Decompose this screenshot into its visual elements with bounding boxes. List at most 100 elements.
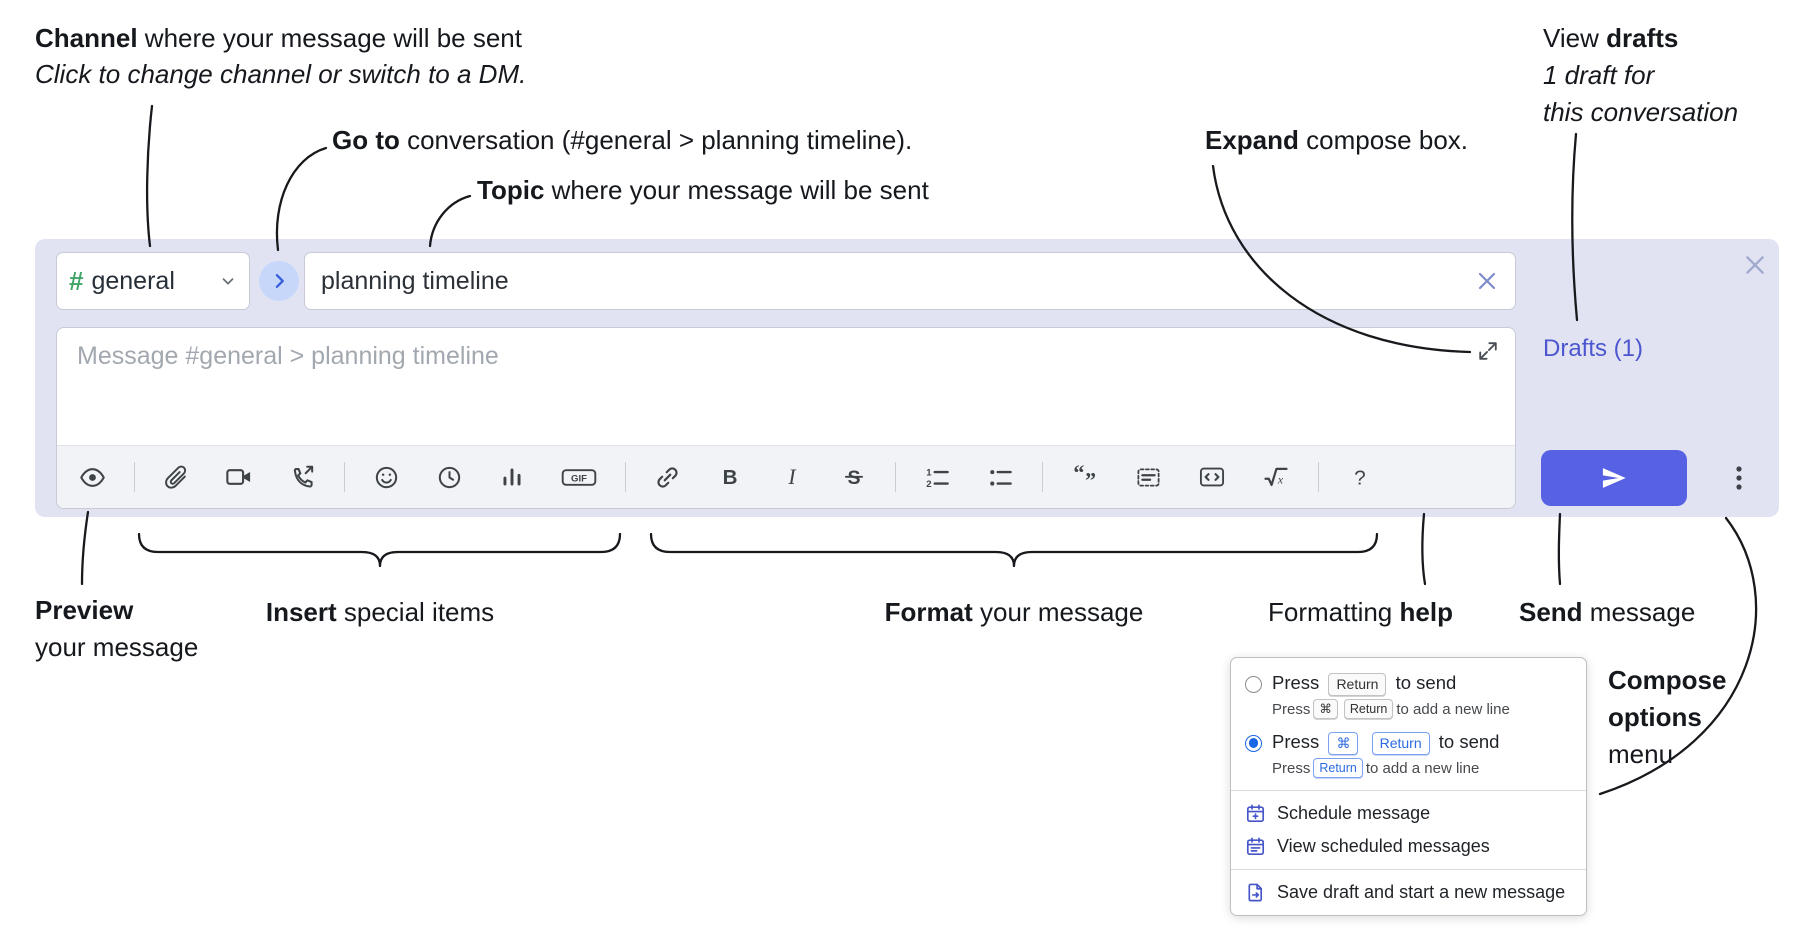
bulleted-list-icon[interactable] xyxy=(987,464,1014,491)
channel-hash-icon: # xyxy=(69,265,84,296)
toolbar-divider xyxy=(134,462,135,492)
channel-selector[interactable]: # general xyxy=(56,252,250,310)
svg-text:”: ” xyxy=(1085,468,1096,492)
annotation-send: Send message xyxy=(1519,597,1696,627)
view-scheduled-messages-menu-item[interactable]: View scheduled messages xyxy=(1231,830,1586,863)
toolbar-divider xyxy=(344,462,345,492)
schedule-message-menu-item[interactable]: Schedule message xyxy=(1231,797,1586,830)
kbd-key: Return xyxy=(1313,758,1363,778)
calendar-list-icon xyxy=(1245,836,1266,857)
drafts-link[interactable]: Drafts (1) xyxy=(1543,335,1644,362)
svg-text:2: 2 xyxy=(926,479,931,490)
file-new-icon xyxy=(1245,882,1266,903)
emoji-icon[interactable] xyxy=(373,464,400,491)
message-box[interactable]: Message #general > planning timeline GIF… xyxy=(56,327,1516,509)
quote-icon[interactable]: “” xyxy=(1071,463,1099,491)
svg-text:?: ? xyxy=(1354,466,1365,489)
preview-eye-icon[interactable] xyxy=(79,464,106,491)
expand-compose-icon[interactable] xyxy=(1477,340,1499,362)
channel-name: general xyxy=(91,266,175,295)
poll-icon[interactable] xyxy=(499,464,525,490)
code-icon[interactable] xyxy=(1198,463,1226,491)
save-draft-new-message-menu-item[interactable]: Save draft and start a new message xyxy=(1231,876,1586,909)
kbd-key: Return xyxy=(1328,673,1387,696)
svg-text:GIF: GIF xyxy=(571,473,587,484)
kbd-key: Return xyxy=(1371,732,1430,755)
video-call-icon[interactable] xyxy=(225,463,253,491)
compose-box: # general planning timeline Message #gen… xyxy=(35,239,1779,517)
close-compose-icon[interactable] xyxy=(1737,247,1773,283)
send-option-sublabel: Press ⌘ Return to add a new line xyxy=(1272,699,1510,719)
menu-item-label: Save draft and start a new message xyxy=(1277,882,1566,902)
toolbar-divider xyxy=(1318,462,1319,492)
toolbar-divider xyxy=(625,462,626,492)
svg-text:I: I xyxy=(787,465,797,489)
annotation-view-drafts: View drafts 1 draft for this conversatio… xyxy=(1543,23,1739,127)
topic-input[interactable]: planning timeline xyxy=(304,252,1516,310)
math-icon[interactable]: x xyxy=(1262,463,1290,491)
annotation-channel: Channel where your message will be sent … xyxy=(35,20,526,92)
arrow-channel xyxy=(145,104,154,248)
popup-divider xyxy=(1231,790,1586,791)
svg-text:S: S xyxy=(847,467,860,489)
send-option-label: Press ⌘ Return to send xyxy=(1272,731,1499,755)
strikethrough-icon[interactable]: S xyxy=(841,464,867,490)
gif-icon[interactable]: GIF xyxy=(561,464,597,491)
toolbar-divider xyxy=(895,462,896,492)
radio-checked-icon[interactable] xyxy=(1245,734,1262,752)
annotation-preview: Preview your message xyxy=(35,595,199,662)
calendar-plus-icon xyxy=(1245,803,1266,824)
radio-unchecked-icon[interactable] xyxy=(1245,675,1262,693)
annotation-topic: Topic where your message will be sent xyxy=(477,175,929,205)
send-button[interactable] xyxy=(1541,450,1687,506)
send-option-label: Press Return to send xyxy=(1272,672,1456,696)
toolbar-divider xyxy=(1042,462,1043,492)
voice-call-icon[interactable] xyxy=(289,464,316,491)
attach-file-icon[interactable] xyxy=(163,464,189,490)
brace-insert xyxy=(137,532,622,568)
annotation-insert: Insert special items xyxy=(265,597,495,627)
help-icon[interactable]: ? xyxy=(1347,464,1373,490)
arrow-send xyxy=(1557,512,1562,586)
clear-topic-icon[interactable] xyxy=(1475,269,1499,293)
brace-format xyxy=(649,532,1379,568)
svg-text:“: “ xyxy=(1073,463,1084,485)
kbd-key: ⌘ xyxy=(1313,699,1338,719)
compose-options-ellipsis-icon[interactable] xyxy=(1719,454,1759,502)
annotation-compose-options: Compose options menu xyxy=(1608,665,1727,769)
annotation-format: Format your message xyxy=(884,597,1144,627)
link-icon[interactable] xyxy=(654,464,681,491)
send-option-sublabel: Press Return to add a new line xyxy=(1272,758,1480,778)
topic-value: planning timeline xyxy=(321,266,509,295)
annotation-channel-rest: where your message will be sent xyxy=(137,23,522,53)
menu-item-label: View scheduled messages xyxy=(1277,836,1490,856)
paper-plane-icon xyxy=(1600,464,1628,492)
kbd-key: Return xyxy=(1343,699,1394,719)
spoiler-icon[interactable] xyxy=(1135,464,1162,491)
popup-divider xyxy=(1231,869,1586,870)
global-time-icon[interactable] xyxy=(436,464,463,491)
go-to-conversation-button[interactable] xyxy=(259,261,299,301)
annotation-goto: Go to conversation (#general > planning … xyxy=(332,125,913,155)
bold-icon[interactable]: B xyxy=(717,464,743,490)
italic-icon[interactable]: I xyxy=(779,464,805,490)
chevron-right-icon xyxy=(269,271,289,291)
svg-text:1: 1 xyxy=(926,467,932,478)
annotation-channel-italic: Click to change channel or switch to a D… xyxy=(35,59,527,89)
arrow-goto xyxy=(275,146,328,252)
svg-text:B: B xyxy=(723,466,738,489)
annotation-expand: Expand compose box. xyxy=(1205,125,1469,155)
arrow-help xyxy=(1421,512,1427,586)
svg-text:x: x xyxy=(1277,474,1284,487)
annotation-channel-bold: Channel xyxy=(35,23,138,53)
kbd-key: ⌘ xyxy=(1328,732,1359,755)
menu-item-label: Schedule message xyxy=(1277,803,1431,823)
